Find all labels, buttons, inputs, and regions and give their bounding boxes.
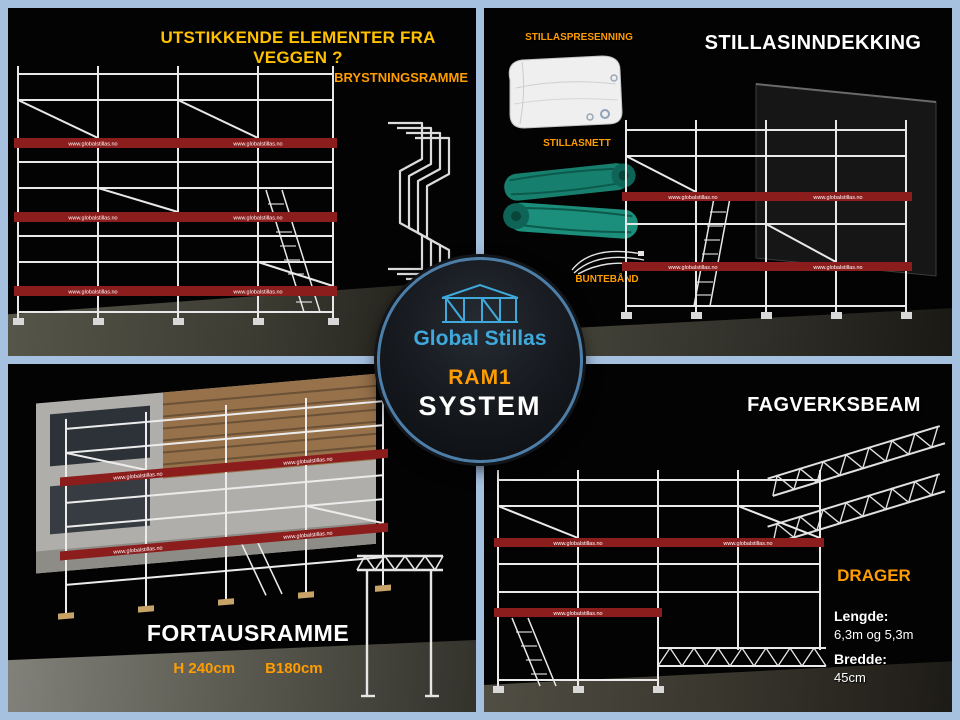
scaffold-render-wide: www.globalstillas.no www.globalstillas.no… xyxy=(13,66,339,325)
svg-text:www.globalstillas.no: www.globalstillas.no xyxy=(552,541,602,547)
svg-text:www.globalstillas.no: www.globalstillas.no xyxy=(232,290,282,296)
tarp-render xyxy=(508,55,623,129)
dimension-width: B180cm xyxy=(265,660,323,677)
spec-length-value: 6,3m og 5,3m xyxy=(834,627,914,643)
svg-text:www.globalstillas.no: www.globalstillas.no xyxy=(812,265,862,271)
covered-scaffold-render: www.globalstillas.no www.globalstillas.no… xyxy=(621,83,937,319)
spec-length-label: Lengde: xyxy=(834,608,889,624)
system-label: SYSTEM xyxy=(418,391,542,421)
dimension-height: H 240cm xyxy=(173,660,236,677)
fortausramme-dimensions: H 240cm B180cm xyxy=(96,660,400,677)
gateway-frame-render xyxy=(356,554,444,698)
label-stillasnett: STILLASNETT xyxy=(543,138,611,149)
scaffold-with-truss-render: www.globalstillas.no www.globalstillas.no… xyxy=(493,470,827,693)
svg-text:www.globalstillas.no: www.globalstillas.no xyxy=(112,545,162,555)
panel-title-stillasinndekking: STILLASINNDEKKING xyxy=(704,32,922,54)
spec-width-label: Bredde: xyxy=(834,651,887,668)
svg-text:www.globalstillas.no: www.globalstillas.no xyxy=(282,531,332,541)
svg-text:www.globalstillas.no: www.globalstillas.no xyxy=(667,265,717,271)
label-buntebaand: BUNTEBÅND xyxy=(575,274,639,285)
label-drager: DRAGER xyxy=(837,566,911,585)
truss-beams-render xyxy=(767,425,946,545)
building-scaffold-render: www.globalstillas.no www.globalstillas.no… xyxy=(36,373,391,620)
panel-title-fagverksbeam: FAGVERKSBEAM xyxy=(747,394,921,416)
brand-badge: Global Stillas RAM1 SYSTEM xyxy=(377,257,583,463)
svg-text:www.globalstillas.no: www.globalstillas.no xyxy=(232,142,282,148)
net-rolls-render xyxy=(503,163,638,239)
svg-text:www.globalstillas.no: www.globalstillas.no xyxy=(812,195,862,201)
beam-specs: Lengde: 6,3m og 5,3m Bredde: 45cm xyxy=(834,602,914,688)
label-brystningsramme: BRYSTNINGSRAMME xyxy=(334,70,468,85)
panel-title-utstikkende: UTSTIKKENDE ELEMENTER FRA VEGGEN ? xyxy=(160,28,436,67)
svg-text:www.globalstillas.no: www.globalstillas.no xyxy=(722,541,772,547)
svg-text:www.globalstillas.no: www.globalstillas.no xyxy=(667,195,717,201)
brystningsramme-part-render xyxy=(388,121,451,286)
svg-text:www.globalstillas.no: www.globalstillas.no xyxy=(232,216,282,222)
brand-name: Global Stillas xyxy=(413,327,547,350)
panel-fortausramme: www.globalstillas.no www.globalstillas.no… xyxy=(8,364,476,712)
label-stillaspresenning: STILLASPRESENNING xyxy=(525,32,633,43)
svg-text:www.globalstillas.no: www.globalstillas.no xyxy=(112,471,162,481)
svg-text:www.globalstillas.no: www.globalstillas.no xyxy=(67,290,117,296)
svg-text:www.globalstillas.no: www.globalstillas.no xyxy=(282,457,332,467)
svg-text:www.globalstillas.no: www.globalstillas.no xyxy=(67,216,117,222)
product-name: RAM1 xyxy=(448,366,512,389)
spec-width-value: 45cm xyxy=(834,670,866,686)
global-stillas-logo-icon xyxy=(441,283,519,323)
svg-text:www.globalstillas.no: www.globalstillas.no xyxy=(552,611,602,617)
svg-text:www.globalstillas.no: www.globalstillas.no xyxy=(67,142,117,148)
panel-title-fortausramme: FORTAUSRAMME xyxy=(146,620,350,646)
